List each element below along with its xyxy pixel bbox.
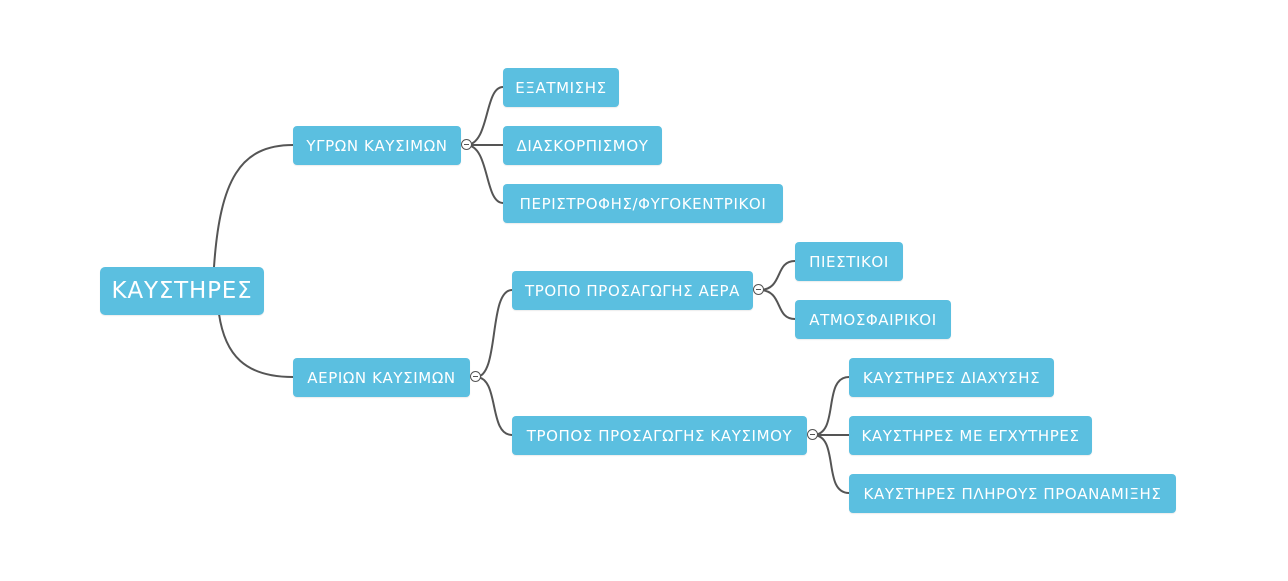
node-liquid-fuels-label: ΥΓΡΩΝ ΚΑΥΣΙΜΩΝ [306, 136, 448, 155]
root-node[interactable]: ΚΑΥΣΤΗΡΕΣ [100, 267, 264, 315]
link-gas-fuel [475, 376, 513, 436]
node-pressure[interactable]: ΠΙΕΣΤΙΚΟΙ [795, 242, 903, 281]
node-dispersion-label: ΔΙΑΣΚΟΡΠΙΣΜΟΥ [516, 136, 649, 155]
collapse-toggle-gas[interactable] [470, 371, 481, 382]
node-dispersion[interactable]: ΔΙΑΣΚΟΡΠΙΣΜΟΥ [503, 126, 662, 165]
node-gas-fuels[interactable]: ΑΕΡΙΩΝ ΚΑΥΣΙΜΩΝ [293, 358, 470, 397]
node-gas-fuels-label: ΑΕΡΙΩΝ ΚΑΥΣΙΜΩΝ [307, 368, 456, 387]
link-liquid-evaporation [465, 86, 504, 146]
node-fuel-supply[interactable]: ΤΡΟΠΟΣ ΠΡΟΣΑΓΩΓΗΣ ΚΑΥΣΙΜΟΥ [512, 416, 807, 455]
node-diffusion-burners[interactable]: ΚΑΥΣΤΗΡΕΣ ΔΙΑΧΥΣΗΣ [849, 358, 1054, 397]
link-air-atmospheric [758, 289, 796, 320]
link-root-liquid [213, 144, 294, 268]
link-liquid-rotary [465, 144, 504, 204]
collapse-toggle-fuel[interactable] [807, 429, 818, 440]
node-evaporation[interactable]: ΕΞΑΤΜΙΣΗΣ [503, 68, 619, 107]
node-atmospheric-label: ΑΤΜΟΣΦΑΙΡΙΚΟΙ [809, 310, 937, 329]
node-atmospheric[interactable]: ΑΤΜΟΣΦΑΙΡΙΚΟΙ [795, 300, 951, 339]
node-rotary-centrifugal-label: ΠΕΡΙΣΤΡΟΦΗΣ/ΦΥΓΟΚΕΝΤΡΙΚΟΙ [519, 194, 767, 213]
node-rotary-centrifugal[interactable]: ΠΕΡΙΣΤΡΟΦΗΣ/ΦΥΓΟΚΕΝΤΡΙΚΟΙ [503, 184, 783, 223]
collapse-toggle-air[interactable] [753, 284, 764, 295]
node-pressure-label: ΠΙΕΣΤΙΚΟΙ [809, 252, 889, 271]
node-evaporation-label: ΕΞΑΤΜΙΣΗΣ [515, 78, 607, 97]
node-fuel-supply-label: ΤΡΟΠΟΣ ΠΡΟΣΑΓΩΓΗΣ ΚΑΥΣΙΜΟΥ [526, 426, 793, 445]
node-air-supply[interactable]: ΤΡΟΠΟ ΠΡΟΣΑΓΩΓΗΣ ΑΕΡΑ [512, 271, 753, 310]
link-gas-air [475, 289, 513, 378]
node-injector-burners[interactable]: ΚΑΥΣΤΗΡΕΣ ΜΕ ΕΓΧΥΤΗΡΕΣ [849, 416, 1092, 455]
root-node-label: ΚΑΥΣΤΗΡΕΣ [111, 278, 253, 304]
node-liquid-fuels[interactable]: ΥΓΡΩΝ ΚΑΥΣΙΜΩΝ [293, 126, 461, 165]
node-injector-burners-label: ΚΑΥΣΤΗΡΕΣ ΜΕ ΕΓΧΥΤΗΡΕΣ [861, 426, 1080, 445]
node-premix-burners[interactable]: ΚΑΥΣΤΗΡΕΣ ΠΛΗΡΟΥΣ ΠΡΟΑΝΑΜΙΞΗΣ [849, 474, 1176, 513]
link-root-gas [218, 313, 294, 378]
link-fuel-premix [812, 434, 850, 494]
link-air-pressure [758, 260, 796, 291]
collapse-toggle-liquid[interactable] [461, 139, 472, 150]
node-air-supply-label: ΤΡΟΠΟ ΠΡΟΣΑΓΩΓΗΣ ΑΕΡΑ [524, 281, 741, 300]
node-premix-burners-label: ΚΑΥΣΤΗΡΕΣ ΠΛΗΡΟΥΣ ΠΡΟΑΝΑΜΙΞΗΣ [863, 484, 1162, 503]
node-diffusion-burners-label: ΚΑΥΣΤΗΡΕΣ ΔΙΑΧΥΣΗΣ [862, 368, 1041, 387]
link-fuel-diffusion [812, 376, 850, 436]
